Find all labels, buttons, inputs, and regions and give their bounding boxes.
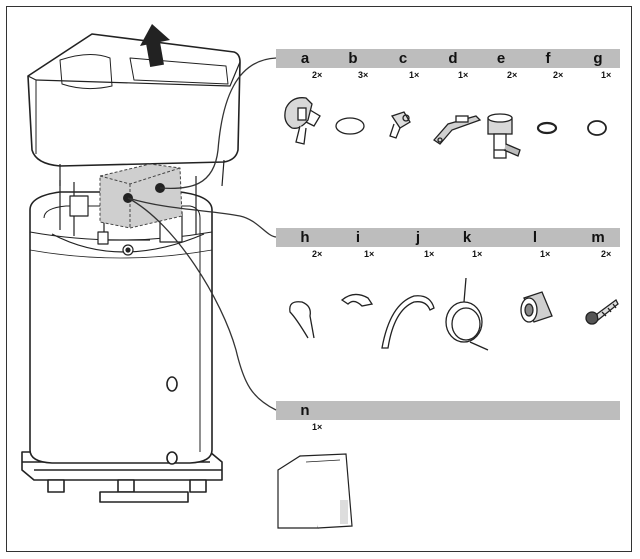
label-e: e	[496, 50, 506, 67]
qty-e: 2×	[507, 70, 518, 80]
qty-d: 1×	[458, 70, 469, 80]
item-i-icon	[340, 293, 374, 307]
leader-lines	[127, 57, 277, 411]
qty-i: 1×	[364, 249, 375, 259]
row3-label-band	[276, 401, 620, 420]
tank-body	[29, 191, 213, 464]
switch-box	[99, 163, 183, 229]
accessory-icons-row2	[289, 277, 619, 351]
qty-m: 2×	[601, 249, 612, 259]
qty-k: 1×	[472, 249, 483, 259]
heat-pump-unit	[21, 24, 241, 503]
label-k: k	[462, 229, 472, 246]
qty-a: 2×	[312, 70, 323, 80]
item-c-icon	[389, 111, 411, 139]
row2-label-band	[276, 228, 620, 247]
item-j-icon	[381, 295, 435, 349]
item-f-icon	[536, 121, 558, 135]
qty-l: 1×	[540, 249, 551, 259]
label-h: h	[300, 229, 310, 246]
qty-n: 1×	[312, 422, 323, 432]
qty-b: 3×	[358, 70, 369, 80]
qty-c: 1×	[409, 70, 420, 80]
label-f: f	[545, 50, 551, 67]
qty-j: 1×	[424, 249, 435, 259]
qty-h: 2×	[312, 249, 323, 259]
qty-g: 1×	[601, 70, 612, 80]
label-c: c	[398, 50, 408, 67]
item-g-icon	[587, 120, 607, 136]
label-d: d	[448, 50, 458, 67]
hydraulic-frame	[51, 176, 205, 256]
qty-f: 2×	[553, 70, 564, 80]
label-m: m	[591, 229, 605, 246]
item-n-icon	[277, 453, 353, 529]
item-k-icon	[445, 277, 489, 351]
label-a: a	[300, 50, 310, 67]
item-l-icon	[520, 291, 553, 323]
label-l: l	[532, 229, 538, 246]
label-g: g	[593, 50, 603, 67]
row1-label-band	[276, 49, 620, 68]
label-j: j	[415, 229, 421, 246]
label-i: i	[355, 229, 361, 246]
item-e-icon	[487, 113, 521, 159]
item-d-icon	[433, 115, 482, 145]
label-n: n	[300, 402, 310, 419]
top-cover	[27, 33, 241, 187]
item-m-icon	[585, 299, 619, 325]
accessory-icons-row1	[284, 97, 607, 159]
item-a-icon	[284, 97, 321, 145]
item-h-icon	[289, 301, 315, 339]
item-b-icon	[335, 117, 365, 135]
lift-up-arrow	[140, 24, 170, 68]
label-b: b	[348, 50, 358, 67]
